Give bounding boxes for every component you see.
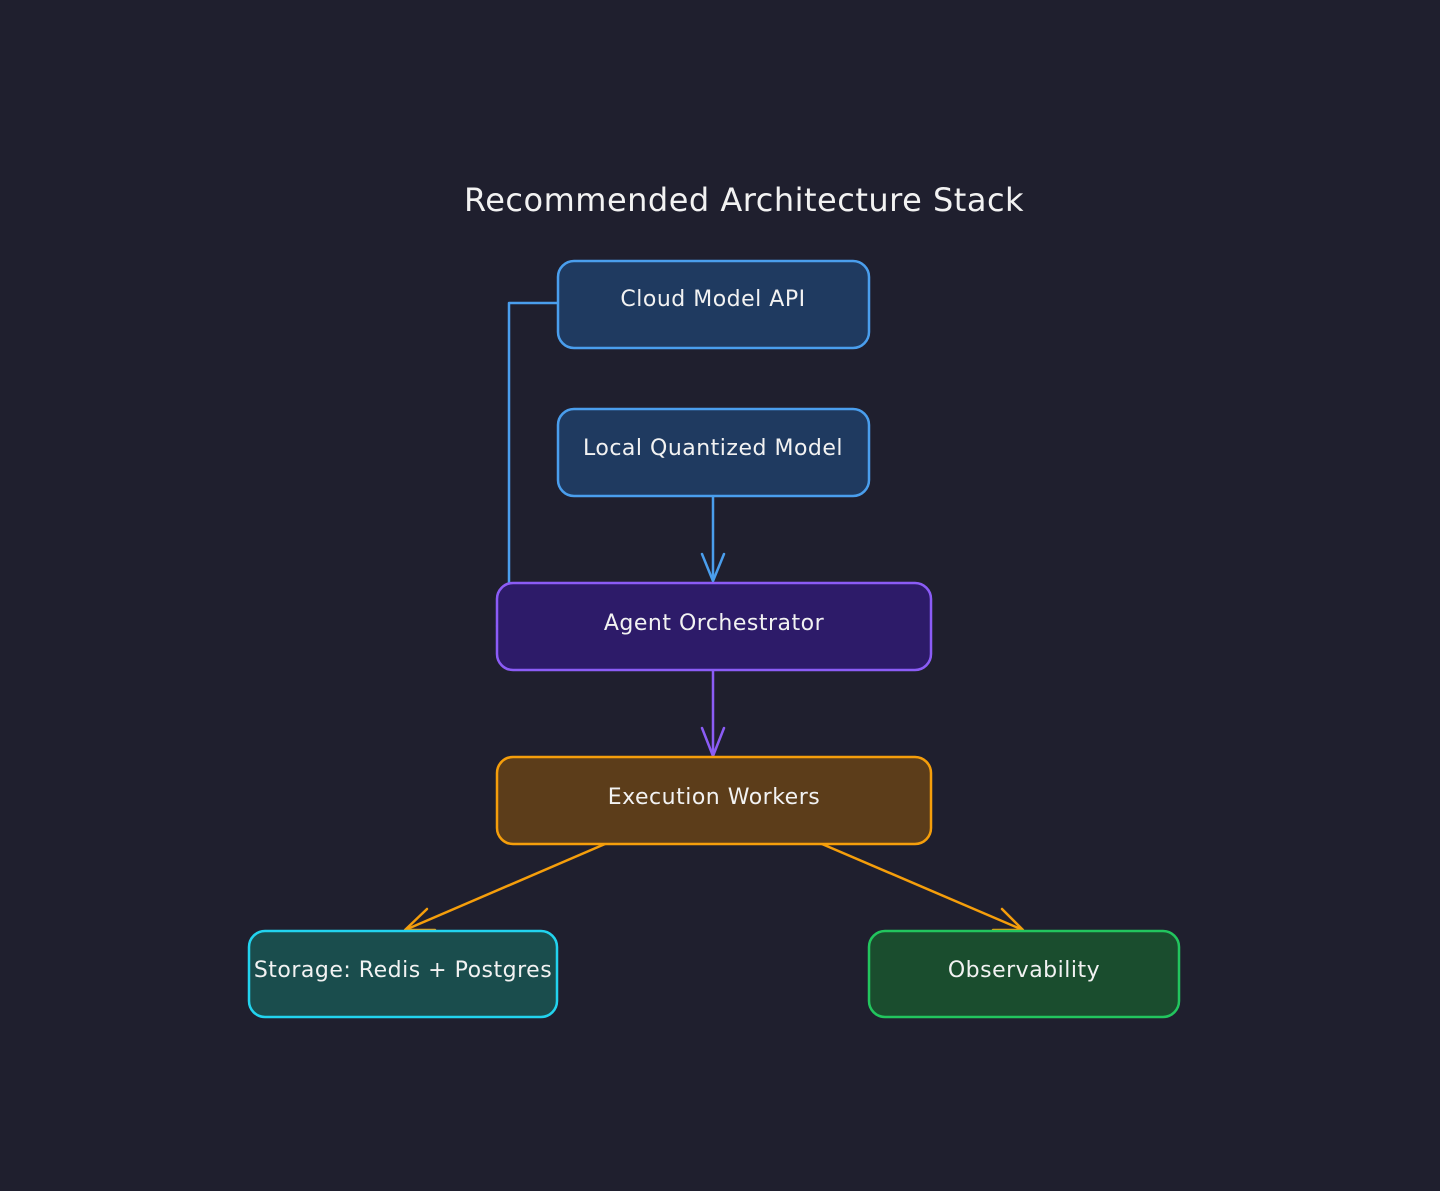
node-execution-workers[interactable]: Execution Workers	[495, 755, 933, 846]
node-local-quantized-model[interactable]: Local Quantized Model	[556, 407, 871, 498]
node-cloud-model-api[interactable]: Cloud Model API	[556, 259, 871, 350]
node-storage-label: Storage: Redis + Postgres	[254, 958, 552, 983]
node-agent-orchestrator[interactable]: Agent Orchestrator	[495, 581, 933, 672]
node-local-quantized-model-label: Local Quantized Model	[583, 436, 843, 461]
edge-workers-to-storage	[403, 842, 606, 932]
edge-local-to-orchestrator	[700, 497, 726, 583]
node-observability[interactable]: Observability	[867, 929, 1181, 1019]
edge-orchestrator-to-workers	[700, 671, 726, 758]
node-observability-label: Observability	[948, 958, 1100, 983]
node-execution-workers-label: Execution Workers	[608, 785, 820, 810]
edge-workers-to-observability	[821, 842, 1025, 932]
diagram-title: Recommended Architecture Stack	[464, 181, 1024, 219]
node-storage[interactable]: Storage: Redis + Postgres	[247, 929, 559, 1019]
node-agent-orchestrator-label: Agent Orchestrator	[604, 611, 825, 636]
node-cloud-model-api-label: Cloud Model API	[620, 287, 805, 312]
